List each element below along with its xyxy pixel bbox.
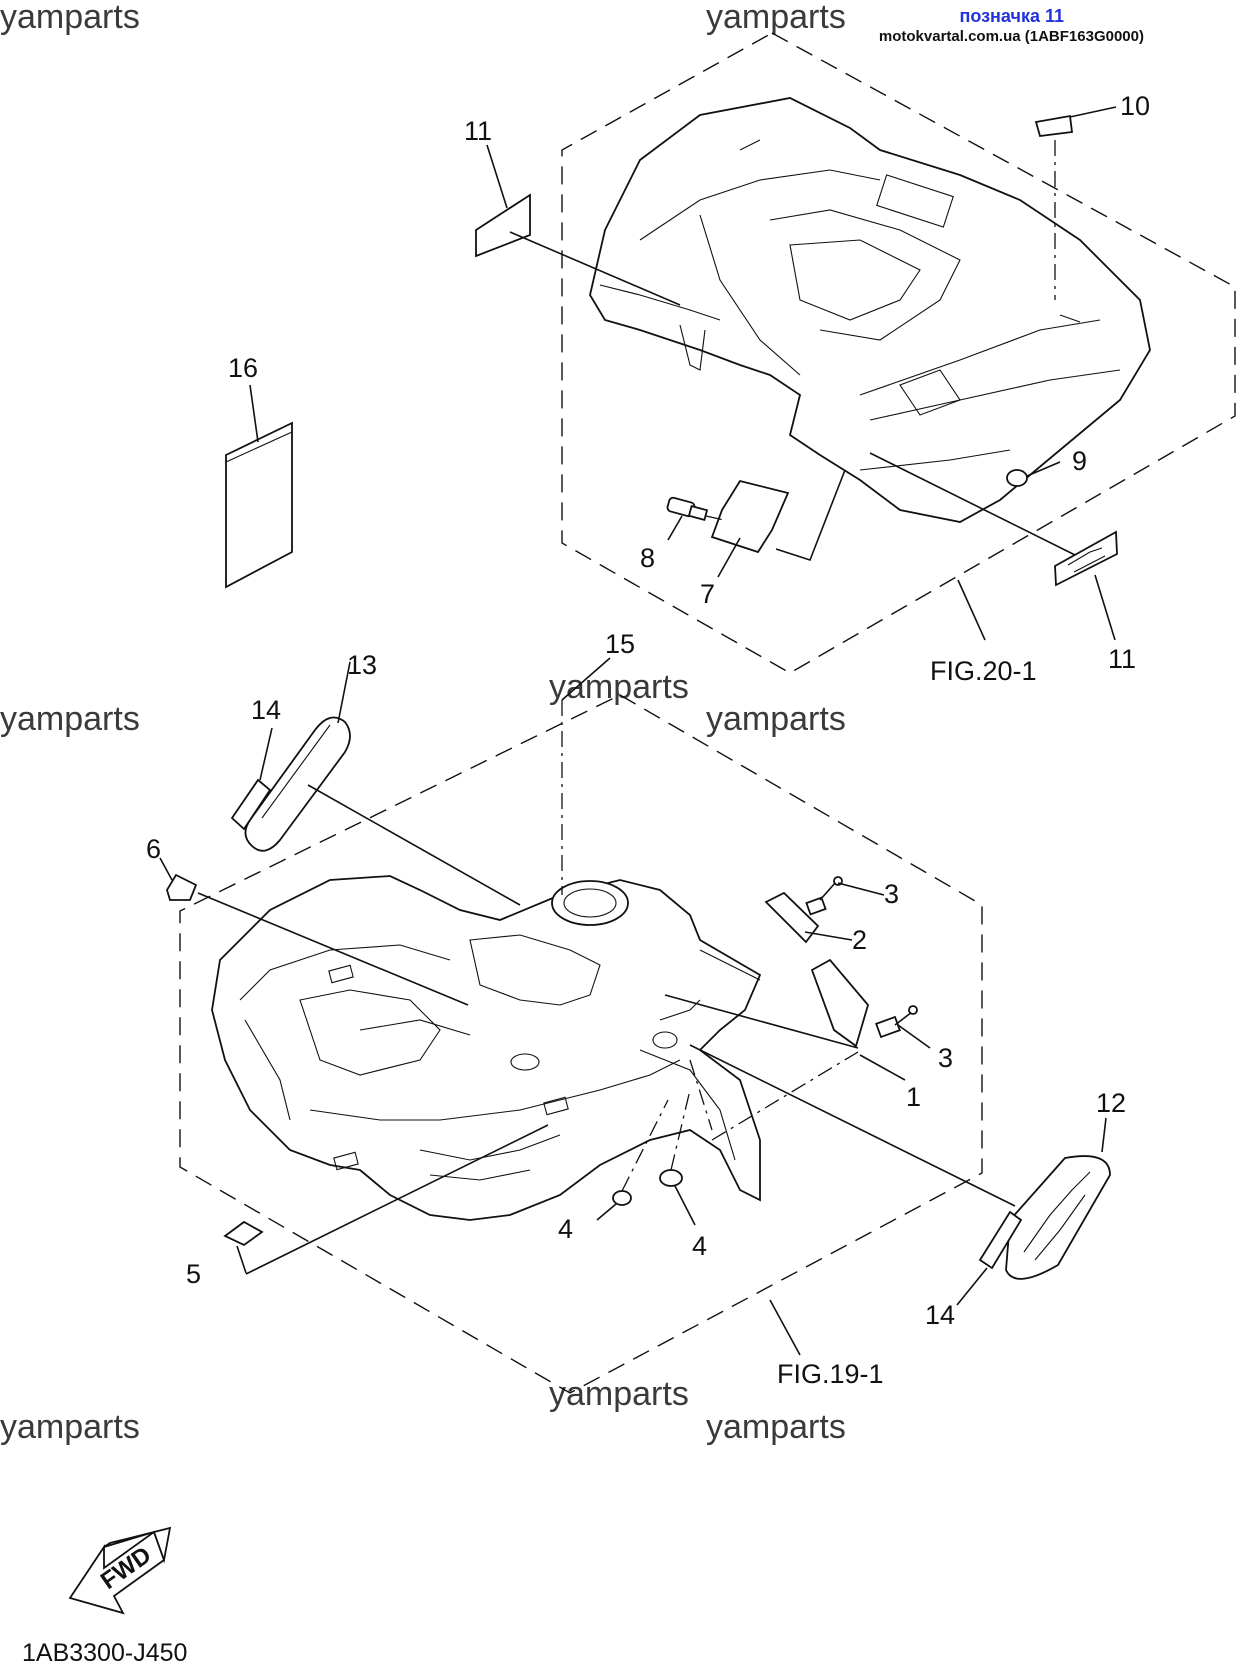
watermark: yamparts (549, 668, 689, 706)
callout-13: 13 (347, 650, 377, 680)
part-11-lower (1054, 530, 1118, 587)
watermark: yamparts (706, 700, 846, 738)
callout-6: 6 (146, 834, 161, 864)
part-12 (1005, 1155, 1111, 1280)
watermark: yamparts (549, 1375, 689, 1413)
part-9 (1006, 469, 1028, 487)
figure-ref-front: FIG.19-1 (777, 1359, 884, 1389)
part-13 (244, 716, 351, 852)
callout-11-upper: 11 (464, 116, 492, 146)
callout-1: 1 (906, 1082, 921, 1112)
callout-3-upper: 3 (884, 879, 899, 909)
watermark: yamparts (706, 1408, 846, 1446)
part-3-upper (805, 876, 843, 916)
header-label: позначка 11 (959, 6, 1064, 26)
figure-ref-rear: FIG.20-1 (930, 656, 1037, 686)
callout-14-lower: 14 (925, 1300, 955, 1330)
part-7 (710, 479, 790, 554)
part-16 (225, 421, 293, 589)
callout-11-lower: 11 (1108, 644, 1136, 674)
front-fender (211, 875, 762, 1221)
part-14-upper (230, 778, 272, 831)
callout-14-upper: 14 (251, 695, 281, 725)
header-source: motokvartal.com.ua (1ABF163G0000) (878, 28, 1144, 45)
part-4-right (659, 1169, 683, 1187)
watermark: yamparts (0, 1408, 140, 1446)
callout-2: 2 (852, 925, 867, 955)
front-group-boundary (179, 694, 983, 1394)
callout-8: 8 (640, 543, 655, 573)
part-6 (166, 873, 198, 901)
callout-10: 10 (1120, 91, 1150, 121)
fwd-arrow-icon: FWD (68, 1526, 172, 1615)
watermark: yamparts (706, 0, 846, 36)
part-4-left (612, 1190, 632, 1206)
callout-16: 16 (228, 353, 258, 383)
rear-fender (589, 97, 1151, 523)
callout-12: 12 (1096, 1088, 1126, 1118)
part-14-lower (978, 1210, 1023, 1270)
part-11-upper (475, 193, 531, 258)
callout-3-lower: 3 (938, 1043, 953, 1073)
watermark: yamparts (0, 0, 140, 36)
diagram-code: 1AB3300-J450 (22, 1639, 187, 1667)
callout-4-left: 4 (558, 1214, 573, 1244)
part-8 (666, 496, 709, 522)
part-2 (764, 891, 820, 944)
part-1 (810, 958, 869, 1048)
part-3-lower (875, 1005, 918, 1039)
watermark: yamparts (0, 700, 140, 738)
rear-group-boundary (561, 32, 1236, 674)
callout-4-right: 4 (692, 1231, 707, 1261)
part-5 (223, 1220, 264, 1247)
callout-5: 5 (186, 1259, 201, 1289)
callout-15: 15 (605, 629, 635, 659)
callout-7: 7 (700, 579, 715, 609)
part-10 (1034, 114, 1074, 137)
callout-9: 9 (1072, 446, 1087, 476)
